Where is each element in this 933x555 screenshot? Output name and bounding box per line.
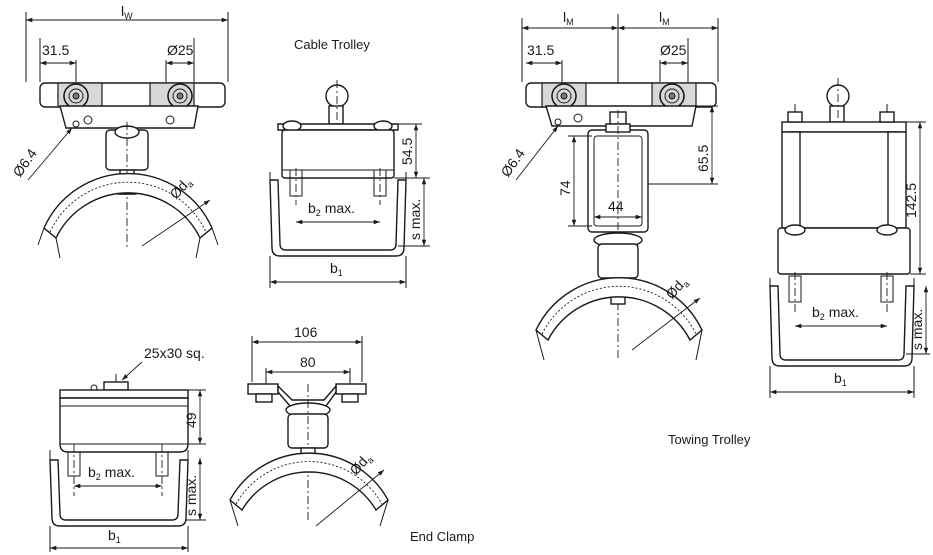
lm-label-right: lM [659, 9, 670, 27]
towing-trolley-side-view: lM lM 31.5 Ø25 Ø6.4 65.5 [497, 9, 719, 361]
dim-6-4-right: Ø6.4 [497, 146, 528, 180]
dim-80: 80 [300, 354, 316, 370]
dim-25-right: Ø25 [660, 42, 687, 58]
dim-smax-right: s max. [909, 309, 925, 350]
dim-smax-top: s max. [407, 199, 423, 240]
dim-6-4-left: Ø6.4 [9, 146, 40, 180]
lw-label: lW [121, 3, 133, 21]
dim-54-5: 54.5 [399, 138, 415, 165]
dim-44: 44 [608, 198, 624, 214]
dim-b2-right: b2 max. [812, 304, 859, 322]
end-clamp-side-view: 106 80 Øda End Clamp [229, 324, 474, 544]
dim-31-5-left: 31.5 [42, 42, 69, 58]
dim-31-5-right: 31.5 [527, 42, 554, 58]
lm-label-left: lM [563, 9, 574, 27]
dim-74: 74 [557, 180, 573, 196]
towing-trolley-front-view: 142.5 b2 max. s max. b1 Towing Trolley [668, 78, 930, 447]
end-clamp-front-view: 25x30 sq. 49 b2 max. s max. b1 [49, 345, 206, 552]
dim-65-5: 65.5 [695, 145, 711, 172]
dim-smax-bottom: s max. [183, 475, 199, 516]
towing-trolley-caption: Towing Trolley [668, 432, 751, 447]
cable-trolley-side-view: lW 31.5 Ø25 Ø6.4 [9, 3, 229, 259]
dim-49: 49 [183, 412, 199, 428]
dim-b1-right: b1 [834, 370, 847, 388]
dim-b1-bottom: b1 [108, 527, 121, 545]
dim-142-5: 142.5 [903, 183, 919, 218]
cable-trolley-caption: Cable Trolley [294, 37, 370, 52]
dim-b2-top: b2 max. [308, 200, 355, 218]
cable-trolley-front-view: Cable Trolley 54.5 b2 max. s max. [269, 37, 430, 288]
dim-25x30-sq: 25x30 sq. [144, 345, 205, 361]
end-clamp-caption: End Clamp [410, 529, 474, 544]
dim-106: 106 [294, 324, 318, 340]
dim-b1-top: b1 [330, 260, 343, 278]
dim-b2-bottom: b2 max. [88, 464, 135, 482]
dim-25-left: Ø25 [167, 42, 194, 58]
